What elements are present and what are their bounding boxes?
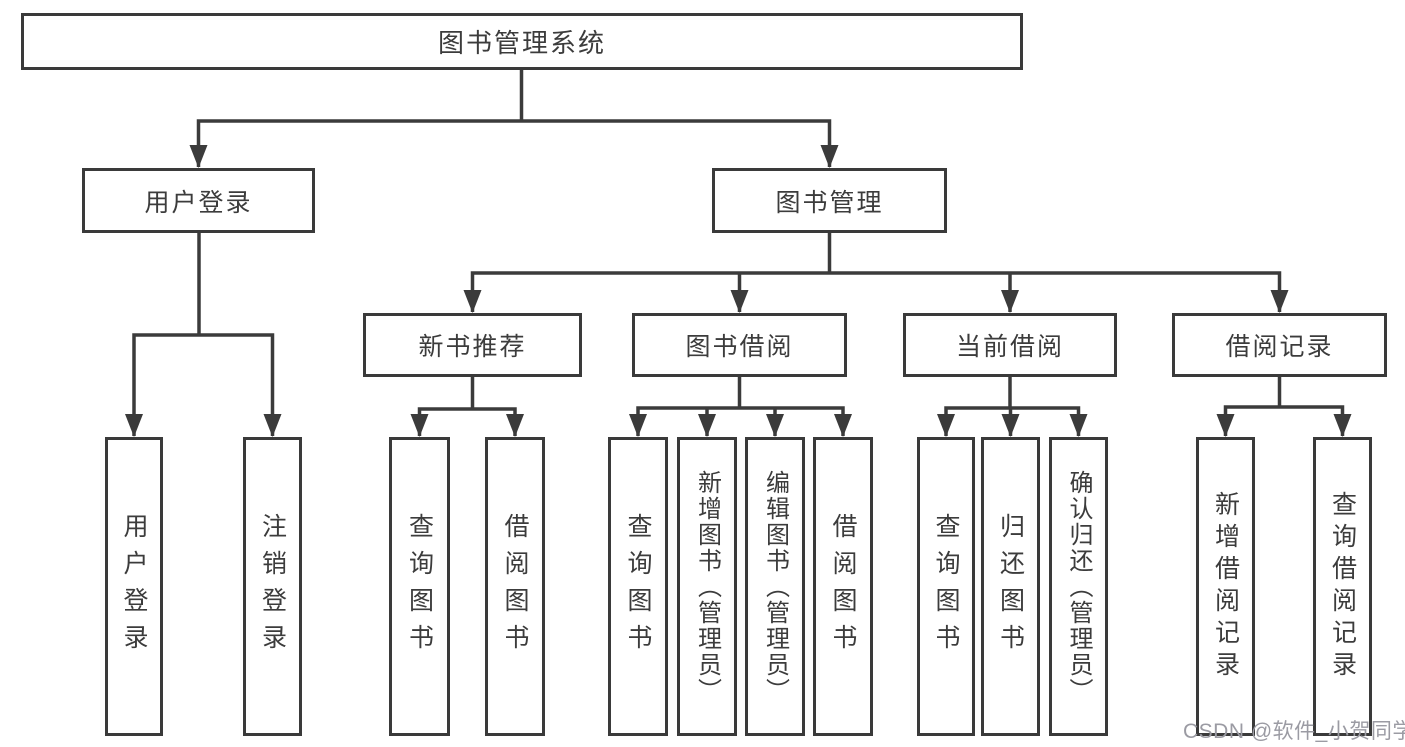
leaf-add-borrow-record: 新增借阅记录 <box>1196 437 1255 736</box>
leaf-query-borrow-record: 查询借阅记录 <box>1313 437 1372 736</box>
csdn-watermark: CSDN @软件_小贺同学 <box>1183 720 1405 743</box>
leaf-query-books-current: 查询图书 <box>917 437 975 736</box>
node-borrowing-records: 借阅记录 <box>1172 313 1387 377</box>
leaf-logout: 注销登录 <box>243 437 302 736</box>
leaf-add-books-admin: 新增图书（管理员） <box>677 437 737 736</box>
leaf-borrow-books: 借阅图书 <box>813 437 873 736</box>
arrowheads <box>125 145 1352 437</box>
leaf-query-books-borrowing: 查询图书 <box>608 437 668 736</box>
node-current-borrowing: 当前借阅 <box>903 313 1117 377</box>
node-book-management-branch: 图书管理 <box>712 168 947 233</box>
leaf-return-books: 归还图书 <box>981 437 1040 736</box>
node-book-borrowing: 图书借阅 <box>632 313 847 377</box>
node-library-management-system: 图书管理系统 <box>21 13 1023 70</box>
node-user-login-branch: 用户登录 <box>82 168 315 233</box>
leaf-confirm-return-admin: 确认归还（管理员） <box>1049 437 1108 736</box>
node-new-book-recommend: 新书推荐 <box>363 313 582 377</box>
leaf-query-books-recommend: 查询图书 <box>389 437 450 736</box>
leaf-borrow-books-recommend: 借阅图书 <box>485 437 545 736</box>
leaf-user-login: 用户登录 <box>105 437 163 736</box>
leaf-edit-books-admin: 编辑图书（管理员） <box>745 437 805 736</box>
